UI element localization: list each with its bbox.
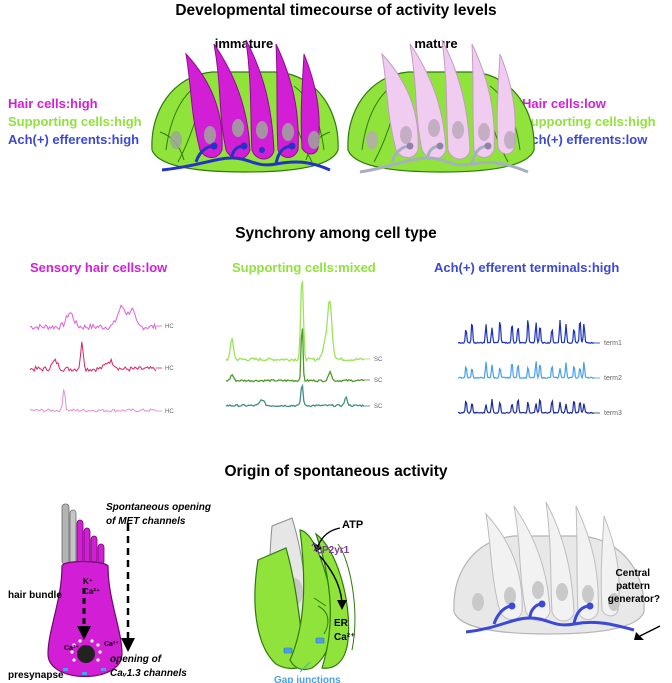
k-ion-label: K⁺ (83, 577, 93, 586)
hair-bundle-label: hair bundle (8, 590, 62, 601)
panel1-title: Developmental timecourse of activity lev… (175, 2, 496, 19)
efferent-synchrony-heading: Ach(+) efferent terminals:high (434, 260, 619, 275)
met-label-line2: of MET channels (106, 516, 186, 527)
cpg-label-line1: Central (616, 568, 651, 579)
immature-epithelium-illustration (151, 39, 339, 173)
p2yr1-label: P2yr1 (322, 545, 350, 556)
cav-label-line1: opening of (110, 654, 163, 665)
er-label: ER (334, 618, 349, 629)
supporting-cell-illustration (254, 517, 356, 673)
mature-efferent-status: Ach(+) efferents:low (522, 132, 648, 147)
mature-hair-status: Hair cells:low (522, 96, 607, 111)
ca-right-label: Ca²⁺ (104, 640, 119, 648)
cav-label-line2: Caᵥ1.3 channels (110, 668, 187, 679)
sc-trace-1 (225, 280, 365, 363)
er-ca-label: Ca²⁺ (334, 632, 355, 643)
sc-label-3: SC (374, 404, 383, 410)
sc-label-1: SC (374, 357, 383, 363)
cpg-label-line3: generator? (608, 594, 660, 605)
sc-trace-2 (225, 328, 365, 383)
term-trace-2 (457, 361, 595, 380)
sc-trace-group: SC SC SC (225, 280, 383, 410)
term-label-1: term1 (604, 340, 622, 347)
mature-support-status: Supporting cells:high (522, 114, 656, 129)
sc-trace-3 (225, 383, 365, 408)
cpg-label-line2: pattern (616, 581, 650, 592)
hair-synchrony-heading: Sensory hair cells:low (30, 260, 168, 275)
hc-trace-1 (29, 304, 157, 331)
support-synchrony-heading: Supporting cells:mixed (232, 260, 376, 275)
mature-epithelium-illustration (347, 39, 535, 174)
hair-cell-illustration (47, 503, 135, 678)
hc-label-2: HC (165, 366, 174, 372)
presynapse-label: presynapse (8, 670, 64, 681)
hc-trace-group: HC HC HC (29, 304, 174, 415)
met-label-line1: Spontaneous opening (106, 502, 211, 513)
hc-trace-2 (29, 341, 157, 373)
central-pattern-generator-illustration (453, 501, 661, 640)
term-trace-group: term1 term2 term3 (457, 319, 622, 417)
ca-left-label: Ca²⁺ (64, 644, 79, 652)
term-label-3: term3 (604, 410, 622, 417)
panel3-title: Origin of spontaneous activity (224, 463, 447, 480)
hc-label-1: HC (165, 324, 174, 330)
term-label-2: term2 (604, 375, 622, 382)
term-trace-3 (457, 398, 595, 415)
hc-trace-3 (29, 389, 157, 413)
atp-label: ATP (342, 519, 363, 531)
immature-label: immature (215, 36, 274, 51)
term-trace-1 (457, 319, 595, 345)
ca-ion-label: Ca²⁺ (83, 587, 100, 596)
sc-label-2: SC (374, 378, 383, 384)
gap-junctions-label: Gap junctions (274, 675, 341, 683)
immature-hair-status: Hair cells:high (8, 96, 98, 111)
mature-label: mature (414, 36, 457, 51)
immature-efferent-status: Ach(+) efferents:high (8, 132, 139, 147)
hc-label-3: HC (165, 409, 174, 415)
panel2-title: Synchrony among cell type (235, 225, 437, 242)
immature-support-status: Supporting cells:high (8, 114, 142, 129)
